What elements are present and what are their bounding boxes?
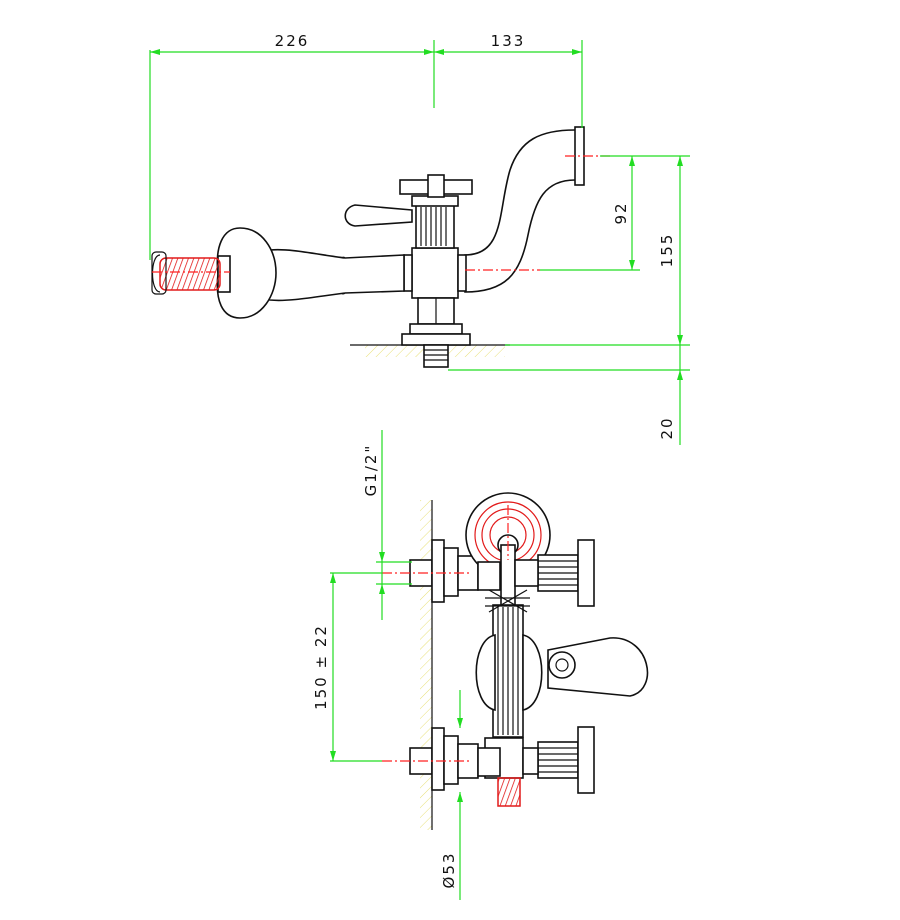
rosette	[216, 227, 277, 319]
dim-20: 20	[658, 416, 676, 439]
lower-cross-handle	[577, 726, 595, 794]
connector	[423, 344, 449, 368]
wall-hatch-front	[420, 500, 432, 830]
dim-226: 226	[275, 32, 310, 50]
dim-centre-distance: 150 ± 22	[312, 624, 330, 710]
spout	[464, 129, 581, 293]
upper-cross-handle	[577, 539, 595, 607]
front-view-dimensions: G1/2" 150 ± 22 Ø53	[312, 430, 463, 900]
wall-flange	[401, 333, 471, 346]
dim-92: 92	[612, 201, 630, 224]
front-view	[382, 492, 649, 830]
dim-diameter: Ø53	[440, 852, 458, 889]
mixer-body	[411, 247, 459, 299]
dim-155: 155	[658, 233, 676, 268]
side-view-dimensions: 226 133 92 155 20	[149, 32, 690, 445]
side-view	[151, 126, 610, 368]
lever-handle-front	[547, 637, 649, 697]
cartridge	[415, 204, 455, 249]
dim-thread: G1/2"	[362, 444, 380, 497]
outlet-thread	[497, 777, 521, 807]
dim-133: 133	[491, 32, 526, 50]
threaded-end	[159, 257, 221, 291]
lever-handle	[344, 204, 413, 227]
